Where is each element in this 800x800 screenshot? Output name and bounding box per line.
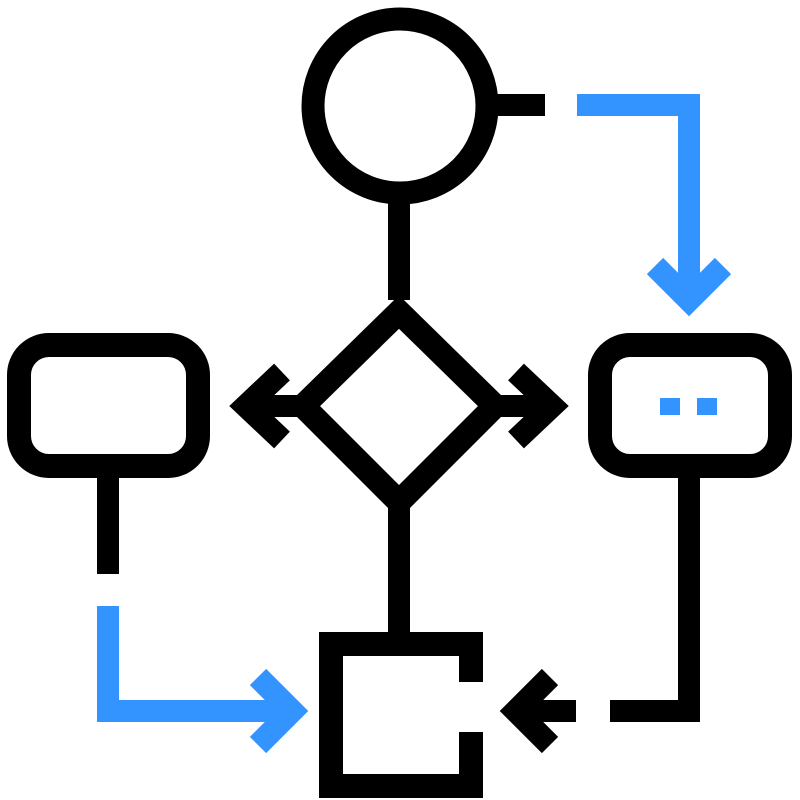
arrowhead-right-accent-icon [249,668,309,754]
accent-connector-bottom-left [97,606,309,754]
left-process-box [7,333,210,478]
end-square [319,632,483,798]
right-process-box [588,333,792,478]
arrowhead-right-icon [508,363,569,449]
arrowhead-down-icon [646,257,732,317]
arrowhead-left-icon [229,363,290,449]
start-node [301,7,545,205]
start-circle [301,7,499,205]
right-box-dots-icon [660,398,717,415]
accent-connector-top-right [577,94,732,317]
left-branch-arrow [229,363,300,449]
decision-diamond [285,295,513,519]
right-to-end-connector [610,466,700,722]
right-branch-arrow [498,363,569,449]
arrowhead-into-end-icon [499,668,559,754]
